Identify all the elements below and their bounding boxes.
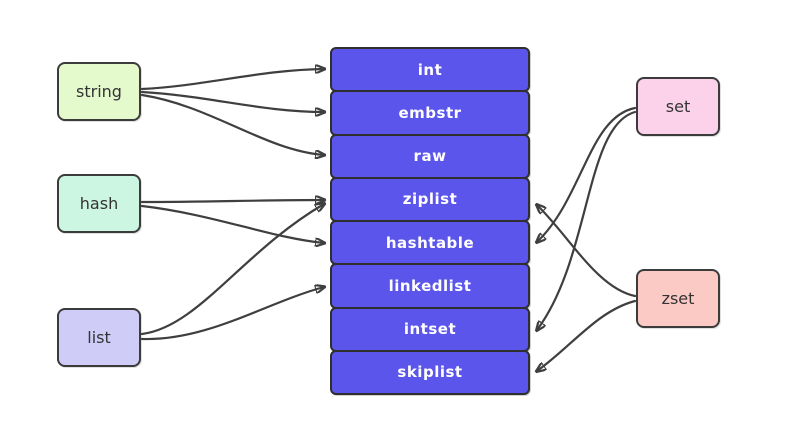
node-set: set: [636, 77, 720, 136]
edge-zset-skiplist: [537, 299, 637, 371]
encoding-row-ziplist: ziplist: [330, 176, 530, 222]
encoding-row-hashtable-label: hashtable: [385, 233, 475, 252]
node-zset-label: zset: [661, 289, 695, 308]
encoding-row-skiplist-label: skiplist: [397, 363, 463, 382]
node-list-label: list: [87, 328, 111, 347]
encoding-row-hashtable: hashtable: [330, 220, 530, 266]
edge-set-intset: [537, 110, 637, 330]
edge-list-ziplist: [140, 204, 324, 336]
edge-string-raw: [140, 93, 324, 155]
node-set-label: set: [665, 97, 691, 116]
encoding-row-int: int: [330, 47, 530, 93]
node-zset: zset: [636, 269, 720, 328]
encoding-row-linkedlist-label: linkedlist: [388, 276, 472, 295]
edge-string-embstr: [140, 90, 324, 112]
node-string: string: [57, 62, 141, 121]
edge-string-int: [140, 69, 324, 91]
encoding-row-embstr-label: embstr: [398, 103, 462, 122]
edge-set-hashtable: [537, 106, 637, 242]
encoding-row-int-label: int: [417, 60, 443, 79]
encoding-row-raw: raw: [330, 133, 530, 179]
encoding-row-raw-label: raw: [413, 147, 447, 166]
encoding-row-intset: intset: [330, 306, 530, 352]
encoding-stack: int embstr raw ziplist hashtable linkedl…: [330, 47, 530, 395]
node-hash: hash: [57, 174, 141, 233]
encoding-row-ziplist-label: ziplist: [402, 190, 458, 209]
edge-list-linkedlist: [140, 287, 324, 341]
encoding-row-linkedlist: linkedlist: [330, 263, 530, 309]
edge-zset-ziplist: [537, 205, 637, 298]
node-string-label: string: [76, 82, 122, 101]
edge-hash-hashtable: [140, 204, 324, 243]
node-list: list: [57, 308, 141, 367]
encoding-row-embstr: embstr: [330, 90, 530, 136]
edge-hash-ziplist: [140, 200, 324, 202]
encoding-row-intset-label: intset: [403, 320, 457, 339]
node-hash-label: hash: [79, 194, 119, 213]
encoding-row-skiplist: skiplist: [330, 349, 530, 395]
